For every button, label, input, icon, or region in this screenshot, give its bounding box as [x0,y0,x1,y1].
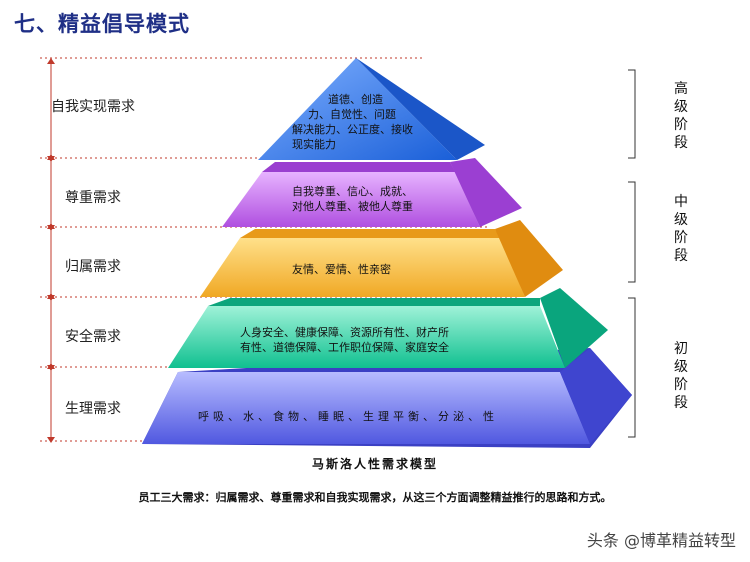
stage-char: 级 [674,99,688,115]
pyramid-tier-esteem [222,158,522,227]
stage-char: 阶 [674,377,688,393]
level-label-self-actualization: 自我实现需求 [51,99,135,115]
summary-note: 员工三大需求：归属需求、尊重需求和自我实现需求，从这三个方面调整精益推行的思路和… [138,491,612,504]
level-label-physiological: 生理需求 [65,401,121,417]
tier-text-belonging: 友情、爱情、性亲密 [292,262,462,277]
tier-text-safety: 人身安全、健康保障、资源所有性、财产所 有性、道德保障、工作职位保障、家庭安全 [240,325,500,355]
tier-text-line: 自我尊重、信心、成就、 [292,185,413,198]
level-label-esteem: 尊重需求 [65,190,121,206]
level-guide-line [47,58,55,443]
pyramid-tier-belonging [200,220,563,297]
tier-text-self-actualization: 道德、创造 力、自觉性、问题 解决能力、公正度、接收 现实能力 [292,92,442,152]
stage-brackets [628,69,636,438]
tier-text-line: 力、自觉性、问题 [308,108,396,121]
watermark: 头条 @博革精益转型 [586,531,736,550]
stage-label-basic: 初 级 阶 段 [668,340,694,412]
stage-char: 高 [674,81,688,97]
tier-text-line: 道德、创造 [328,93,383,106]
tier-text-physiological: 呼吸、水、食物、睡眠、生理平衡、分泌、性 [198,409,528,424]
page-title: 七、精益倡导模式 [14,12,190,36]
tier-text-line: 呼吸、水、食物、睡眠、生理平衡、分泌、性 [198,410,498,423]
stage-char: 阶 [674,117,688,133]
stage-char: 段 [674,135,688,151]
tier-text-line: 有性、道德保障、工作职位保障、家庭安全 [240,341,449,354]
pyramid-tier-physiological [142,348,632,448]
diagram-caption: 马斯洛人性需求模型 [311,457,438,471]
tier-text-line: 现实能力 [292,138,336,151]
pyramid-tier-self-actualization [258,58,485,160]
tier-text-esteem: 自我尊重、信心、成就、 对他人尊重、被他人尊重 [292,184,462,214]
stage-char: 级 [674,359,688,375]
tier-text-line: 人身安全、健康保障、资源所有性、财产所 [240,326,449,339]
stage-char: 级 [674,212,688,228]
pyramid-tier-safety [168,288,608,368]
tier-text-line: 解决能力、公正度、接收 [292,123,413,136]
stage-char: 初 [674,341,688,357]
stage-label-advanced: 高 级 阶 段 [668,80,694,152]
level-label-safety: 安全需求 [65,329,121,345]
stage-char: 段 [674,395,688,411]
tier-text-line: 对他人尊重、被他人尊重 [292,200,413,213]
tier-text-line: 友情、爱情、性亲密 [292,263,391,276]
stage-char: 中 [674,194,688,210]
stage-char: 段 [674,248,688,264]
stage-label-intermediate: 中 级 阶 段 [668,193,694,265]
stage-char: 阶 [674,230,688,246]
level-label-belonging: 归属需求 [65,259,121,275]
